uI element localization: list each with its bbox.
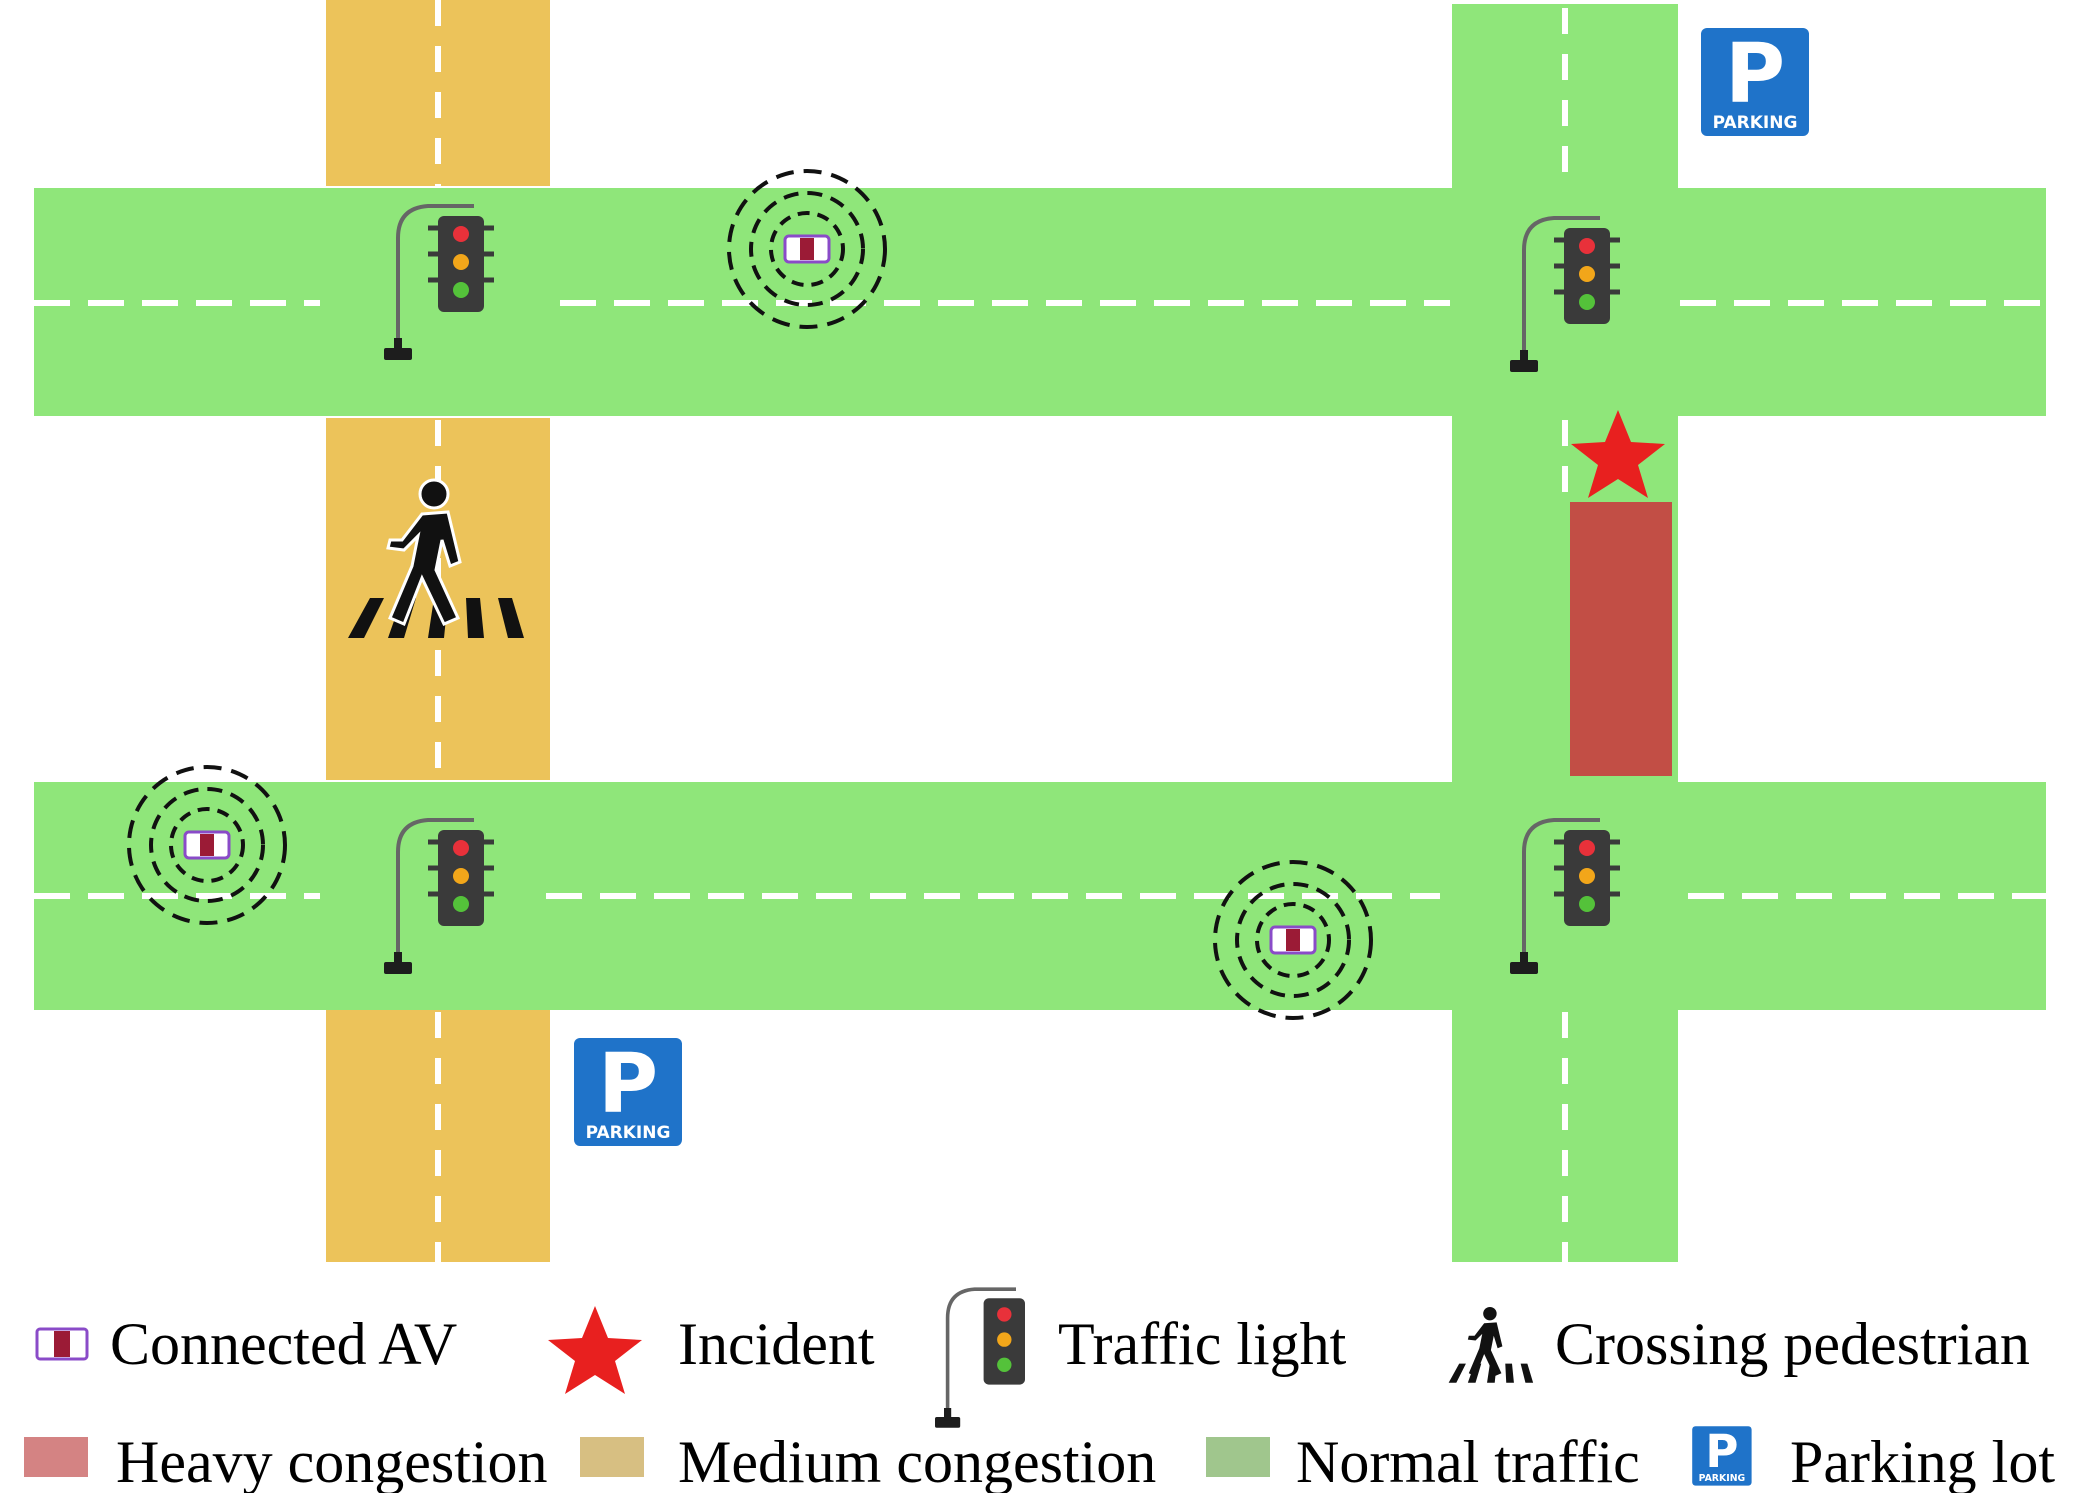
- star-icon: [1571, 410, 1665, 498]
- svg-text:Medium congestion: Medium congestion: [678, 1429, 1156, 1493]
- car-icon: [1269, 925, 1317, 955]
- medium-congestion-swatch: [580, 1437, 644, 1477]
- lane-markings: [34, 0, 2046, 1262]
- star-icon: [548, 1306, 642, 1394]
- legend-item-crossing-pedestrian: Crossing pedestrian: [1448, 1306, 2030, 1383]
- car-icon: [183, 830, 231, 860]
- svg-text:Heavy congestion: Heavy congestion: [116, 1429, 548, 1493]
- legend-item-connected-av: Connected AV: [35, 1311, 457, 1377]
- heavy-congestion-segment: [1570, 502, 1672, 776]
- parking-sign-icon: [570, 1034, 686, 1150]
- svg-text:Parking lot: Parking lot: [1790, 1429, 2055, 1493]
- svg-text:P: P: [1705, 1425, 1738, 1478]
- legend-item-incident: Incident: [548, 1306, 875, 1394]
- legend-item-medium-congestion: Medium congestion: [580, 1429, 1156, 1493]
- traffic-light-icon: [935, 1287, 1025, 1428]
- road-left-vertical-bottom: [326, 1010, 550, 1262]
- legend-item-normal-traffic: Normal traffic: [1206, 1429, 1640, 1493]
- svg-text:Connected AV: Connected AV: [110, 1311, 457, 1377]
- parking-sign-icon: P PARKING: [1690, 1424, 1754, 1488]
- svg-text:Normal traffic: Normal traffic: [1296, 1429, 1640, 1493]
- svg-text:Incident: Incident: [678, 1311, 875, 1377]
- legend-item-parking-lot: P PARKING Parking lot: [1690, 1424, 2055, 1493]
- road-network: [34, 0, 2046, 1262]
- svg-text:Traffic light: Traffic light: [1058, 1311, 1347, 1377]
- normal-traffic-swatch: [1206, 1437, 1270, 1477]
- heavy-congestion-swatch: [24, 1437, 88, 1477]
- legend: Connected AV Incident Traffic light: [24, 1287, 2055, 1493]
- car-icon: [783, 234, 831, 264]
- svg-text:PARKING: PARKING: [1699, 1473, 1746, 1484]
- legend-item-heavy-congestion: Heavy congestion: [24, 1429, 548, 1493]
- legend-item-traffic-light: Traffic light: [935, 1287, 1347, 1428]
- parking-sign-icon: [1697, 24, 1813, 140]
- svg-text:Crossing pedestrian: Crossing pedestrian: [1555, 1311, 2030, 1377]
- pedestrian-crossing-icon: [1448, 1306, 1534, 1383]
